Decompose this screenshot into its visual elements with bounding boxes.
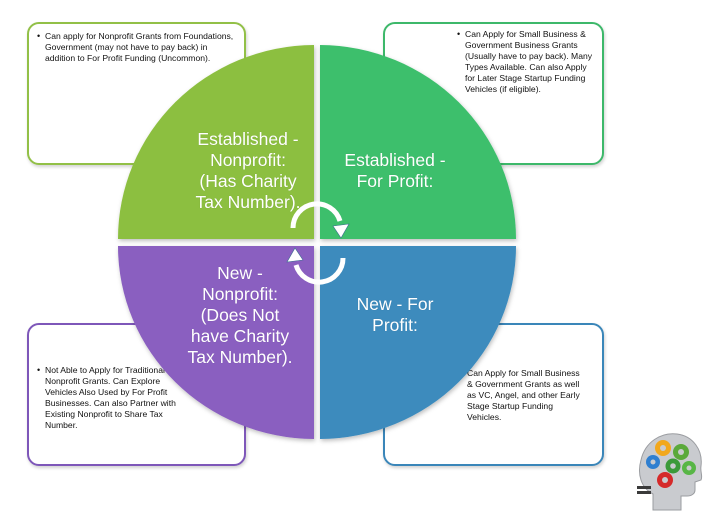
quadrant-label-line: For Profit: (356, 171, 434, 191)
callout-new-nonprofit-text: Not Able to Apply for Traditional Nonpro… (37, 365, 194, 431)
quadrant-label-line: (Does Not (200, 305, 280, 325)
callout-new-for-profit-text: Can Apply for Small Business & Governmen… (467, 368, 580, 422)
quadrant-label-line: have Charity (190, 326, 290, 346)
callout-established-nonprofit-text: Can apply for Nonprofit Grants from Foun… (37, 31, 234, 64)
head-gears-logo (637, 433, 703, 511)
quadrant-label-line: Nonprofit: (210, 150, 286, 170)
quadrant-label-line: New - (217, 263, 263, 283)
quadrant-label-line: Tax Number). (187, 347, 293, 367)
quadrant-label-line: (Has Charity (199, 171, 297, 191)
callout-established-for-profit-text: Can Apply for Small Business & Governmen… (457, 29, 594, 95)
quadrant-new-for-profit (320, 246, 516, 439)
quadrant-established-for-profit (320, 45, 516, 239)
cycle-arrows-icon (290, 201, 346, 285)
quadrant-label-line: Nonprofit: (202, 284, 278, 304)
quadrant-new-nonprofit (118, 246, 314, 439)
label-established-for-profit: Established -For Profit: (320, 150, 470, 192)
quadrant-established-nonprofit (118, 45, 314, 239)
quadrant-label-line: New - For (356, 294, 434, 314)
quadrant-label-line: Established - (344, 150, 446, 170)
gear-icon (646, 440, 696, 488)
quadrant-label-line: Profit: (372, 315, 418, 335)
quadrant-label-line: Tax Number). (195, 192, 301, 212)
quadrant-label-line: Established - (197, 129, 299, 149)
